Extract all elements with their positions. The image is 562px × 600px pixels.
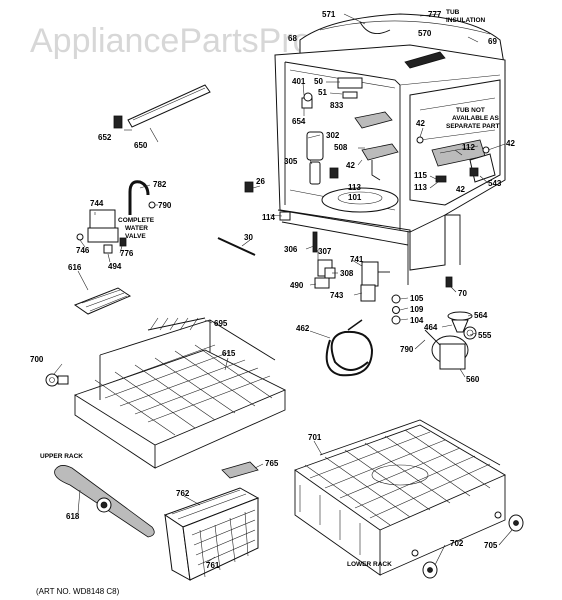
callout-543: 543 bbox=[488, 179, 502, 188]
callout-555: 555 bbox=[478, 331, 492, 340]
callout-570: 570 bbox=[418, 29, 432, 38]
note-tub-insulation-line1: TUB bbox=[446, 9, 460, 16]
callout-numbers: 571 777 570 69 68 652 650 401 50 51 833 … bbox=[30, 10, 515, 570]
note-tub-not-available-line2: AVAILABLE AS bbox=[452, 115, 499, 122]
callout-782: 782 bbox=[153, 180, 167, 189]
rack-rail-parts bbox=[113, 84, 211, 129]
note-complete-water-valve-line2: WATER bbox=[125, 225, 148, 232]
callout-494: 494 bbox=[108, 262, 122, 271]
upper-rack bbox=[45, 317, 287, 469]
note-tub-not-available-line1: TUB NOT bbox=[456, 107, 485, 114]
art-number: (ART NO. WD8148 C8) bbox=[36, 587, 120, 596]
callout-761: 761 bbox=[206, 561, 220, 570]
water-valve-parts bbox=[76, 180, 156, 254]
upper-spray-arm bbox=[54, 465, 155, 538]
dispenser-parts bbox=[301, 77, 399, 185]
heater-and-switch bbox=[312, 231, 453, 302]
callout-68: 68 bbox=[288, 34, 297, 43]
callout-50: 50 bbox=[314, 77, 323, 86]
callout-26: 26 bbox=[256, 177, 265, 186]
callout-701: 701 bbox=[308, 433, 322, 442]
callout-42-upper: 42 bbox=[416, 119, 425, 128]
callout-615: 615 bbox=[222, 349, 236, 358]
silverware-basket bbox=[163, 461, 260, 581]
callout-462: 462 bbox=[296, 324, 310, 333]
callout-776: 776 bbox=[120, 249, 134, 258]
callout-401: 401 bbox=[292, 77, 306, 86]
callout-705: 705 bbox=[484, 541, 498, 550]
callout-105: 105 bbox=[410, 294, 424, 303]
callout-741: 741 bbox=[350, 255, 364, 264]
callout-42-right: 42 bbox=[506, 139, 515, 148]
callout-618: 618 bbox=[66, 512, 80, 521]
note-complete-water-valve-line3: VALVE bbox=[125, 233, 146, 240]
callout-101: 101 bbox=[348, 193, 362, 202]
callout-464: 464 bbox=[424, 323, 438, 332]
callout-115: 115 bbox=[414, 171, 427, 180]
callout-654: 654 bbox=[292, 117, 306, 126]
note-tub-not-available-line3: SEPARATE PART bbox=[446, 123, 499, 130]
callout-69: 69 bbox=[488, 37, 497, 46]
drain-hose-462 bbox=[325, 319, 374, 377]
rack-bracket-616 bbox=[73, 287, 132, 315]
callout-302: 302 bbox=[326, 131, 340, 140]
pump-parts bbox=[391, 294, 477, 370]
callout-700: 700 bbox=[30, 355, 44, 364]
callout-616: 616 bbox=[68, 263, 82, 272]
callout-42-lower: 42 bbox=[456, 185, 465, 194]
callout-765: 765 bbox=[265, 459, 279, 468]
leader-lines bbox=[53, 13, 513, 566]
callout-42-middle: 42 bbox=[346, 161, 355, 170]
callout-564: 564 bbox=[474, 311, 488, 320]
callout-305: 305 bbox=[284, 157, 298, 166]
note-upper-rack: UPPER RACK bbox=[40, 453, 83, 460]
callout-652: 652 bbox=[98, 133, 112, 142]
callout-113-middle: 113 bbox=[348, 183, 361, 192]
callout-833: 833 bbox=[330, 101, 344, 110]
callout-650: 650 bbox=[134, 141, 148, 150]
callout-104: 104 bbox=[410, 316, 424, 325]
note-lower-rack: LOWER RACK bbox=[347, 561, 392, 568]
callout-508: 508 bbox=[334, 143, 348, 152]
note-tub-insulation-line2: INSULATION bbox=[446, 17, 486, 24]
note-complete-water-valve-line1: COMPLETE bbox=[118, 217, 155, 224]
callout-30: 30 bbox=[244, 233, 253, 242]
callout-113-right: 113 bbox=[414, 183, 427, 192]
callout-571: 571 bbox=[322, 10, 336, 19]
callout-490: 490 bbox=[290, 281, 304, 290]
callout-112: 112 bbox=[462, 143, 475, 152]
callout-762: 762 bbox=[176, 489, 190, 498]
callout-307: 307 bbox=[318, 247, 332, 256]
callout-306: 306 bbox=[284, 245, 298, 254]
diagram-notes: TUB INSULATION TUB NOT AVAILABLE AS SEPA… bbox=[36, 9, 499, 596]
callout-695: 695 bbox=[214, 319, 228, 328]
callout-777: 777 bbox=[428, 10, 442, 19]
callout-308: 308 bbox=[340, 269, 354, 278]
callout-744: 744 bbox=[90, 199, 104, 208]
callout-114: 114 bbox=[262, 213, 275, 222]
callout-560: 560 bbox=[466, 375, 480, 384]
callout-702: 702 bbox=[450, 539, 464, 548]
callout-51: 51 bbox=[318, 88, 327, 97]
callout-790-top: 790 bbox=[158, 201, 172, 210]
vent-parts bbox=[416, 136, 496, 183]
callout-790-bottom: 790 bbox=[400, 345, 414, 354]
callout-743: 743 bbox=[330, 291, 344, 300]
callout-70: 70 bbox=[458, 289, 467, 298]
callout-746: 746 bbox=[76, 246, 90, 255]
lower-rack bbox=[294, 419, 524, 579]
callout-109: 109 bbox=[410, 305, 424, 314]
